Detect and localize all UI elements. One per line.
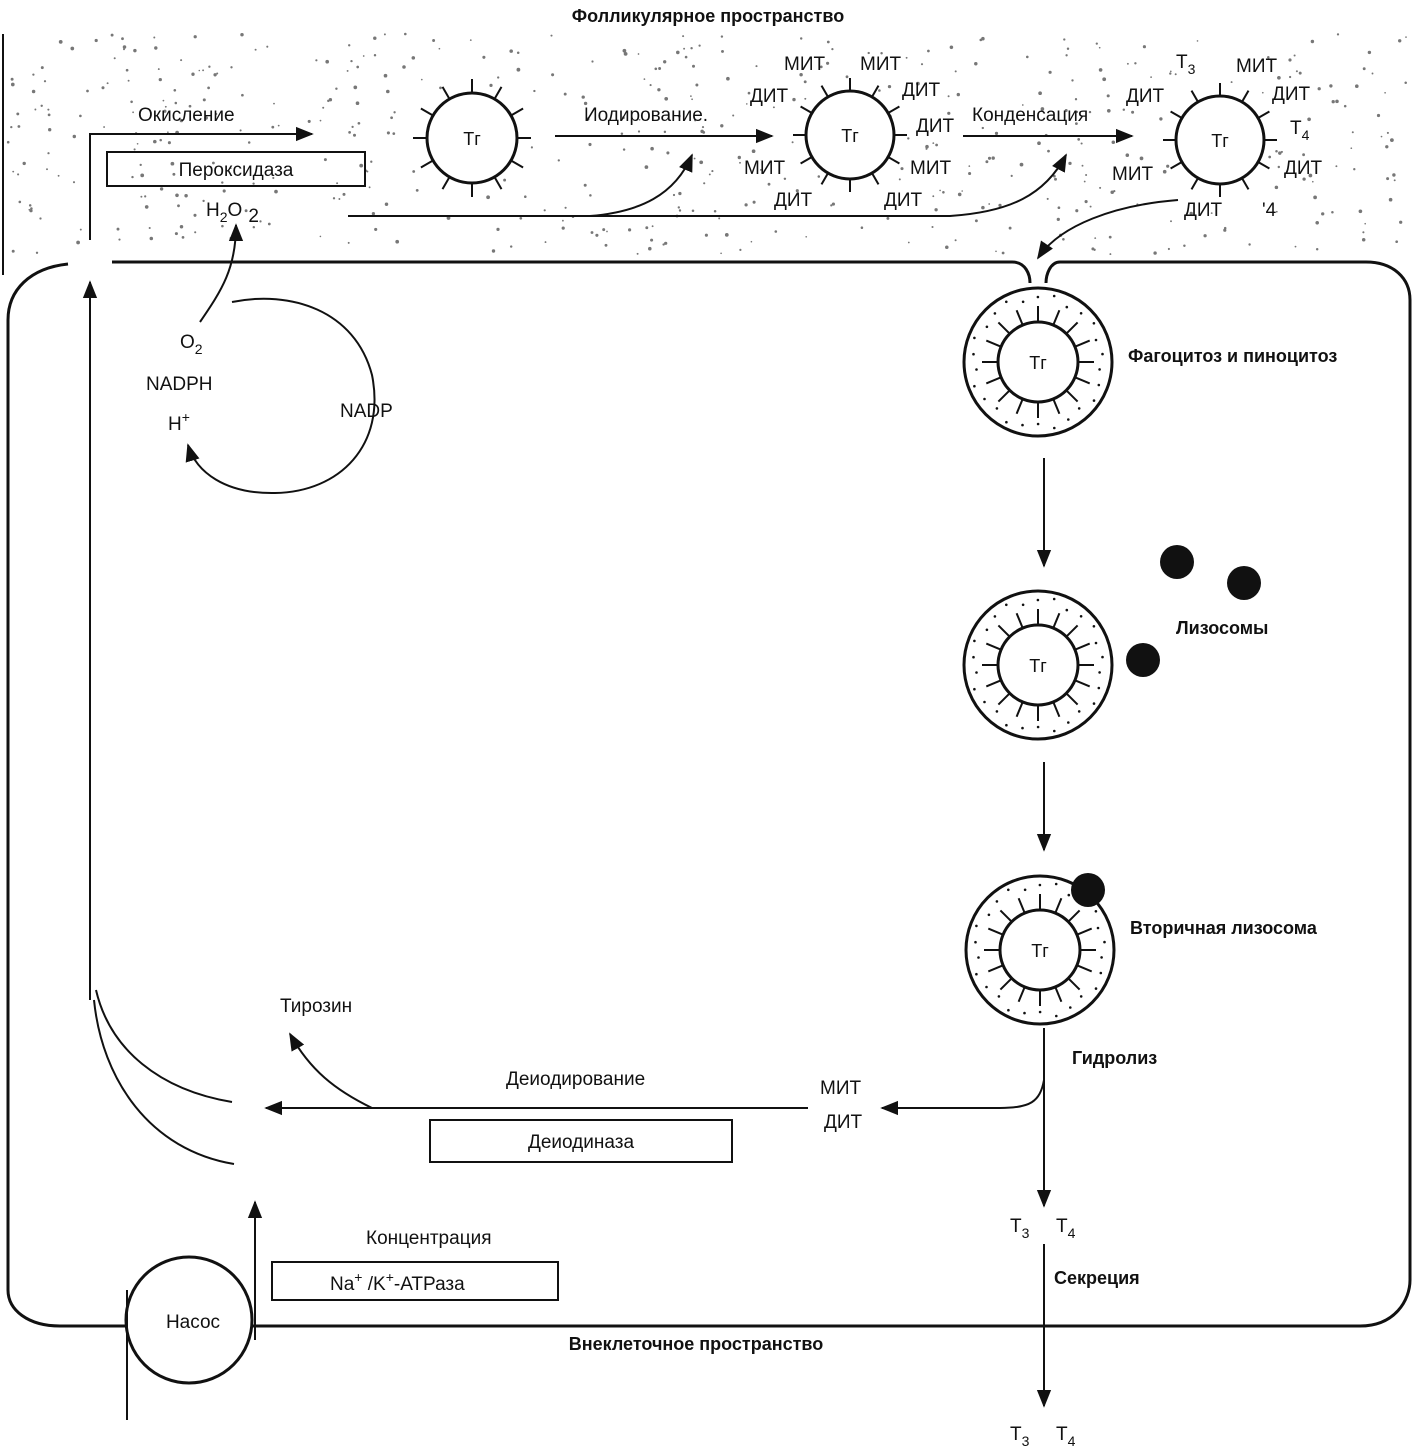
tyrosine-label: Тирозин (280, 996, 352, 1017)
dit-label-2: ДИТ (902, 80, 941, 101)
svg-text:Тг: Тг (1029, 656, 1047, 676)
mit-label-hydrolysis: МИТ (820, 1078, 861, 1099)
iodide-recycle-curve-1 (95, 989, 233, 1103)
nadp-label: NADP (340, 401, 393, 422)
h2o2-to-condensation-arrow (590, 153, 1067, 217)
thyroglobulin-iodinated-icon: Тг (793, 78, 907, 192)
thyroglobulin-condensed-icon: Тг (1163, 83, 1277, 197)
peroxidase-box (106, 151, 366, 187)
thyroglobulin-circle-icon: Тг (413, 79, 531, 197)
h2o2-to-iodination-arrow (348, 153, 693, 217)
atpase-box (271, 1261, 559, 1301)
pump-label: Насос (166, 1312, 220, 1333)
svg-text:Тг: Тг (1211, 131, 1229, 151)
iodide-recycle-curve-2 (93, 999, 235, 1165)
dit-label-6: ДИТ (1126, 86, 1165, 107)
concentration-label: Концентрация (366, 1228, 491, 1249)
vesicle-icon-secondary-lysosome: Тг (964, 874, 1116, 1026)
deiodinase-label: Деиодиназа (528, 1132, 634, 1153)
svg-text:Тг: Тг (1029, 353, 1047, 373)
svg-text:Тг: Тг (463, 129, 481, 149)
deiodination-label: Деиодирование (506, 1069, 645, 1090)
t3-label-inside: T3 (1010, 1216, 1030, 1241)
lysosome-dot-icon-3 (1126, 643, 1160, 677)
vesicle-icon-middle: Тг (962, 589, 1114, 741)
secretion-label: Секреция (1054, 1268, 1140, 1288)
nadph-cycle-arc (185, 297, 376, 495)
dit-label-7: ДИТ (1272, 84, 1311, 105)
lysosome-dot-icon-4 (1071, 873, 1105, 907)
t3-label-outside: T3 (1010, 1424, 1030, 1449)
stray-4-label: '4 (1262, 200, 1277, 221)
t4-label-inside: T4 (1056, 1216, 1076, 1241)
o2-label: O2 (180, 332, 203, 357)
cell-membrane (6, 260, 1412, 1328)
oxidation-label: Окисление (138, 105, 235, 126)
deiodinase-box (429, 1119, 733, 1163)
o2-to-h2o2-arrow (199, 223, 244, 323)
dit-label-3: ДИТ (916, 116, 955, 137)
svg-text:Тг: Тг (1031, 941, 1049, 961)
dit-label-9: ДИТ (1184, 200, 1223, 221)
t4-label-top: T4 (1290, 118, 1310, 143)
iodination-label: Иодирование. (584, 105, 708, 126)
condensation-label: Конденсация (972, 105, 1088, 126)
mit-label-5: МИТ (1236, 56, 1277, 77)
extracellular-space-label: Внеклеточное пространство (569, 1334, 824, 1354)
mit-label-1: МИТ (784, 54, 825, 75)
peroxidase-label: Пероксидаза (179, 160, 294, 181)
phagocytosis-label: Фагоцитоз и пиноцитоз (1128, 346, 1337, 366)
tyrosine-arrow (289, 1032, 373, 1109)
follicular-space-title: Фолликулярное пространство (572, 6, 844, 26)
secondary-lysosome-label: Вторичная лизосома (1130, 918, 1318, 938)
lysosomes-label: Лизосомы (1176, 618, 1268, 638)
vesicle-icon-phagocytosis: Тг (962, 286, 1114, 438)
hydrolysis-to-mit-dit-arrow (880, 1079, 1045, 1116)
hydrolysis-label: Гидролиз (1072, 1048, 1157, 1068)
lysosome-dot-icon-2 (1227, 566, 1261, 600)
mit-label-3: МИТ (744, 158, 785, 179)
dit-label-4: ДИТ (774, 190, 813, 211)
mit-label-4: МИТ (910, 158, 951, 179)
lysosome-dot-icon-1 (1160, 545, 1194, 579)
svg-text:Тг: Тг (841, 126, 859, 146)
mit-label-2: МИТ (860, 54, 901, 75)
dit-label-8: ДИТ (1284, 158, 1323, 179)
hplus-label: H+ (168, 409, 190, 435)
dit-label-5: ДИТ (884, 190, 923, 211)
dit-label-hydrolysis: ДИТ (824, 1112, 863, 1133)
dit-label-1: ДИТ (750, 86, 789, 107)
atpase-label: Na+ /K+-АТРаза (330, 1269, 465, 1295)
t3-label-top: T3 (1176, 52, 1196, 77)
t4-label-outside: T4 (1056, 1424, 1076, 1449)
oxidation-arrow (89, 126, 314, 240)
nadph-label: NADPH (146, 374, 213, 395)
endocytosis-arrow (1037, 199, 1179, 260)
mit-label-6: МИТ (1112, 164, 1153, 185)
